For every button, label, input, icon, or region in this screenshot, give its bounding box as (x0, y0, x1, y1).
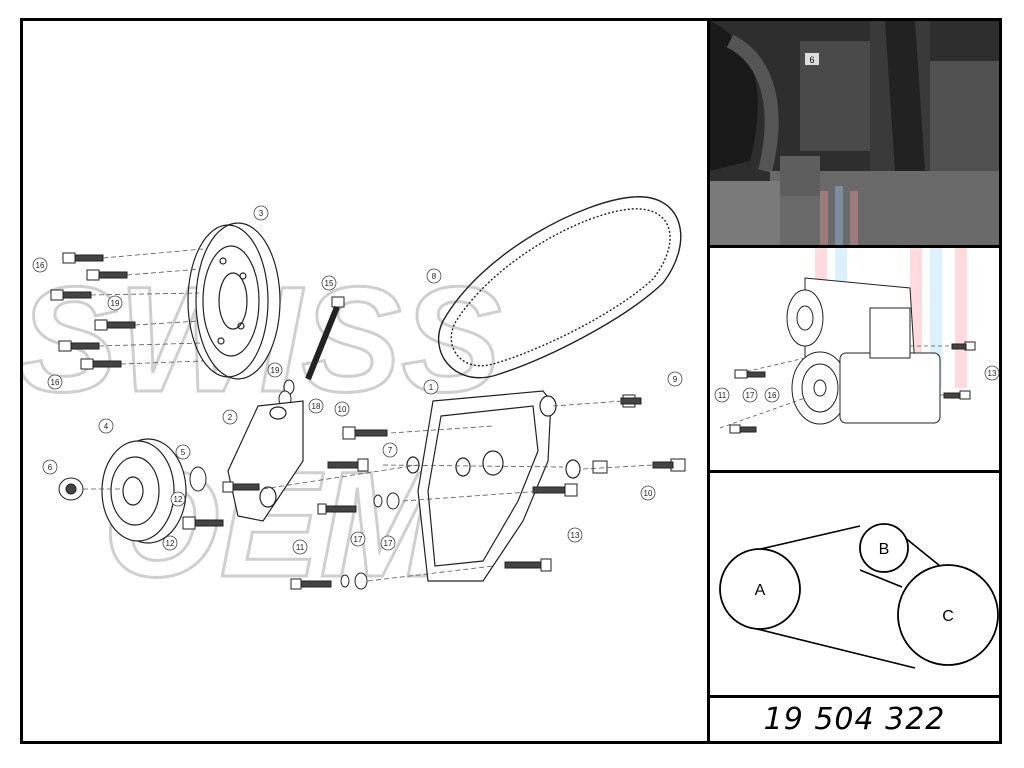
bolt-leader-lines (90, 248, 204, 365)
pulley-a (719, 548, 801, 630)
engine-photo: 6 (710, 21, 999, 248)
callout-8: 8 (432, 272, 437, 281)
exploded-view-panel: SWISS OEM (23, 21, 710, 741)
crank-pulley (187, 222, 281, 380)
belt-routing-drawing: A B C (719, 523, 999, 669)
engine-photo-image: 6 (710, 21, 999, 245)
callout-17a: 17 (354, 535, 363, 544)
small-washers (340, 492, 400, 590)
callout-15a: 16 (36, 261, 45, 270)
tensioner-bracket (227, 400, 304, 522)
part-number: 19 504 322 (763, 702, 946, 737)
callout-19a: 19 (111, 299, 120, 308)
inset-callout-16: 16 (768, 391, 777, 400)
callout-18: 18 (312, 402, 321, 411)
pulley-c-label: C (942, 608, 954, 625)
callout-2: 2 (228, 413, 233, 422)
inset-callout-17: 17 (746, 391, 755, 400)
callout-1: 1 (429, 383, 434, 392)
callout-16a: 17 (384, 539, 393, 548)
callout-3: 3 (259, 209, 264, 218)
callout-11a: 11 (296, 543, 305, 552)
callout-bubbles (32, 205, 683, 555)
callout-14: 15 (325, 279, 334, 288)
callout-12a: 12 (174, 495, 183, 504)
bracket-bolts (182, 394, 686, 590)
compressor-inset: 11 17 16 13 (710, 248, 999, 473)
callout-4: 4 (104, 422, 109, 431)
pulley-a-label: A (755, 582, 766, 599)
inset-callout-11: 11 (718, 391, 727, 400)
compressor-body (786, 277, 941, 425)
exploded-view-drawing: SWISS OEM (23, 196, 686, 610)
belt-routing-diagram: A B C (710, 473, 999, 698)
photo-label: 6 (809, 55, 814, 65)
callout-numbers: 3 16 19 16 15 8 19 18 10 1 9 2 4 5 6 7 1… (36, 209, 678, 552)
spacer-6 (58, 477, 84, 501)
inset-callout-numbers: 11 17 16 13 (718, 369, 997, 400)
callout-19b: 19 (271, 366, 280, 375)
pulley-c (897, 564, 999, 666)
part-number-box: 19 504 322 (710, 698, 999, 741)
callout-13a: 13 (571, 531, 580, 540)
callout-9: 9 (673, 375, 678, 384)
pulley-b (859, 523, 909, 573)
callout-5: 5 (181, 448, 186, 457)
callout-6: 6 (48, 463, 53, 472)
callout-10b: 10 (644, 489, 653, 498)
inset-callout-13: 13 (988, 369, 997, 378)
diagram-frame: SWISS OEM (20, 18, 1002, 744)
compressor-inset-drawing: 11 17 16 13 (714, 248, 999, 434)
v-belt (437, 196, 682, 379)
washer-5 (189, 466, 207, 492)
inset-bolts (729, 341, 976, 434)
pulley-b-label: B (879, 541, 890, 558)
main-bracket (406, 390, 581, 582)
assembly-leader-lines (83, 400, 654, 582)
long-stud (305, 296, 345, 381)
inset-callout-bubbles (714, 365, 999, 403)
callout-15b: 16 (51, 378, 60, 387)
idler-pulley (101, 438, 187, 544)
callout-12b: 12 (166, 539, 175, 548)
callout-7: 7 (388, 446, 393, 455)
callout-10a: 10 (338, 405, 347, 414)
pulley-bolts (50, 252, 136, 370)
